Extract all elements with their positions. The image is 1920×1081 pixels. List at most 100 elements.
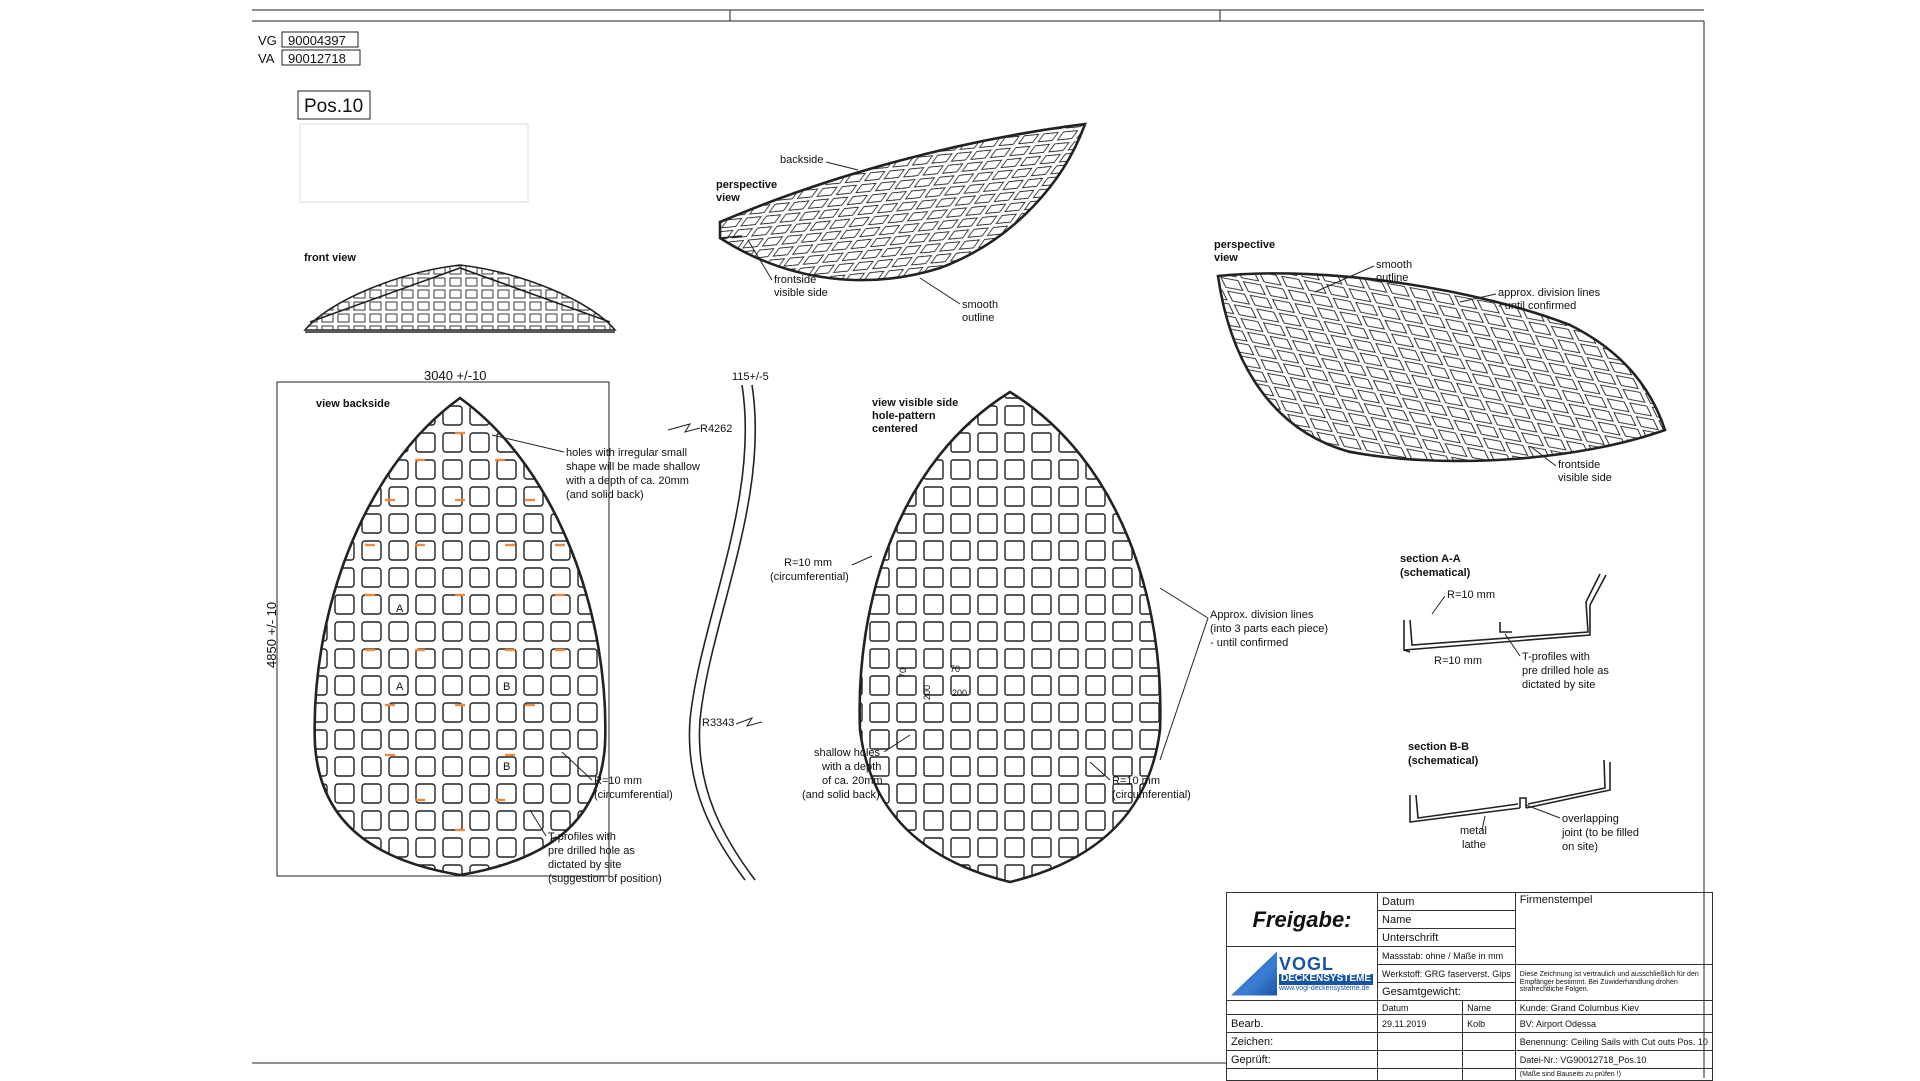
- svg-text:shape will be made shallow: shape will be made shallow: [566, 461, 700, 473]
- front-view-title: front view: [304, 252, 356, 264]
- svg-text:shallow holes: shallow holes: [814, 747, 881, 759]
- col-datum: Datum: [1377, 1000, 1464, 1015]
- r10-back-note: R=10 mm (circumferential): [561, 751, 673, 801]
- marker-b2: B: [503, 761, 510, 773]
- sheet-frame: [252, 9, 1705, 1078]
- approx-division-front-note: Approx. division lines (into 3 parts eac…: [1159, 587, 1328, 761]
- werkstoff-field: Werkstoff: GRG faserverst. Gips: [1377, 964, 1516, 983]
- perspective-right-label-1: perspective: [1214, 239, 1275, 251]
- front-view: front view: [303, 252, 617, 333]
- r10-front-left-note: R=10 mm (circumferential): [770, 555, 873, 583]
- geprueft-label: Geprüft:: [1225, 1050, 1379, 1069]
- shallow-holes-note: shallow holes with a depth of ca. 20mm (…: [802, 734, 911, 801]
- svg-text:(and solid back): (and solid back): [566, 489, 644, 501]
- view-visible-side: view visible side hole-pattern centered …: [770, 390, 1328, 884]
- massstab-field: Massstab: ohne / Maße in mm: [1377, 946, 1516, 965]
- image-placeholder: [299, 123, 529, 203]
- freigabe-label: Freigabe:: [1225, 892, 1379, 947]
- bearb-label: Bearb.: [1225, 1014, 1379, 1033]
- svg-text:(and solid back): (and solid back): [802, 789, 880, 801]
- svg-text:(suggestion of position): (suggestion of position): [548, 873, 662, 885]
- vg-value: 90004397: [288, 33, 346, 48]
- logo-mark-icon: [1231, 951, 1277, 996]
- disclaimer-text: Diese Zeichnung ist vertraulich und auss…: [1514, 964, 1713, 1001]
- svg-text:(circumferential): (circumferential): [594, 789, 673, 801]
- visible-side-title-3: centered: [872, 423, 918, 435]
- pos-label: Pos.10: [304, 96, 363, 117]
- svg-text:T-profiles with: T-profiles with: [548, 831, 616, 843]
- unterschrift-field: Unterschrift: [1377, 928, 1516, 947]
- svg-text:holes with irregular small: holes with irregular small: [566, 447, 687, 459]
- backside-label: backside: [780, 154, 823, 166]
- svg-text:of ca. 20mm: of ca. 20mm: [822, 775, 883, 787]
- svg-text:T-profiles with: T-profiles with: [1522, 651, 1590, 663]
- svg-text:section A-A: section A-A: [1400, 553, 1461, 565]
- perspective-top-label-1: perspective: [716, 179, 777, 191]
- section-bb: section B-B (schematical) metal lathe ov…: [1408, 741, 1639, 853]
- col-name: Name: [1462, 1000, 1516, 1015]
- perspective-top-label-2: view: [716, 192, 740, 204]
- marker-a1: A: [396, 603, 404, 615]
- visible-side-title-1: view visible side: [872, 397, 958, 409]
- view-backside: 3040 +/-10 4850 +/- 10 view backside A A…: [264, 368, 700, 885]
- va-value: 90012718: [288, 51, 346, 66]
- tprofiles-back-note: T-profiles with pre drilled hole as dict…: [529, 809, 662, 885]
- svg-text:dictated by site: dictated by site: [1522, 679, 1595, 691]
- svg-text:with a depth of ca. 20mm: with a depth of ca. 20mm: [565, 475, 689, 487]
- section-aa: section A-A (schematical) R=10 mm R=10 m…: [1400, 553, 1609, 691]
- reference-numbers: VG 90004397 VA 90012718 Pos.10: [258, 31, 529, 203]
- svg-text:(into 3 parts each piece): (into 3 parts each piece): [1210, 623, 1328, 635]
- svg-text:Approx. division lines: Approx. division lines: [1210, 609, 1314, 621]
- svg-text:(schematical): (schematical): [1408, 755, 1479, 767]
- frontside-visible-label-2: visible side: [774, 287, 828, 299]
- holes-irregular-note: holes with irregular small shape will be…: [491, 434, 700, 501]
- datei-field: Datei-Nr.: VG90012718_Pos.10: [1514, 1050, 1713, 1069]
- bearb-name: Kolb: [1462, 1014, 1516, 1033]
- firmenstempel-field: Firmenstempel: [1514, 892, 1713, 965]
- dim-70b: 70: [950, 664, 960, 674]
- svg-text:R=10 mm: R=10 mm: [1447, 589, 1495, 601]
- t-profile-markers: [365, 431, 565, 832]
- svg-text:R=10 mm: R=10 mm: [1434, 655, 1482, 667]
- svg-text:on site): on site): [1562, 841, 1598, 853]
- kunde-field: Kunde: Grand Columbus Kiev: [1514, 1000, 1713, 1015]
- smooth-outline-right-2: outline: [1376, 272, 1408, 284]
- bv-field: BV: Airport Odessa: [1514, 1014, 1713, 1033]
- gesamtgewicht-field: Gesamtgewicht:: [1377, 982, 1516, 1001]
- side-profile: 115+/-5 R4262 R3343: [667, 371, 769, 881]
- approx-division-right-2: - until confirmed: [1498, 300, 1576, 312]
- frontside-visible-right-1: frontside: [1558, 459, 1600, 471]
- frontside-visible-right-2: visible side: [1558, 472, 1612, 484]
- width-dimension: 3040 +/-10: [424, 368, 487, 383]
- radius-r3343: R3343: [702, 717, 734, 729]
- radius-r4262: R4262: [700, 423, 732, 435]
- va-label: VA: [258, 51, 275, 66]
- svg-text:(circumferential): (circumferential): [1112, 789, 1191, 801]
- svg-text:metal: metal: [1460, 825, 1487, 837]
- smooth-outline-label-1: smooth: [962, 299, 998, 311]
- marker-a2: A: [396, 681, 404, 693]
- r10-front-right-note: R=10 mm (circumferential): [1089, 761, 1191, 801]
- svg-text:dictated by site: dictated by site: [548, 859, 621, 871]
- name-field: Name: [1377, 910, 1516, 929]
- svg-text:- until confirmed: - until confirmed: [1210, 637, 1288, 649]
- visible-side-title-2: hole-pattern: [872, 410, 936, 422]
- note-bottom: (Maße sind Bauseits zu prüfen !): [1514, 1068, 1713, 1081]
- approx-division-right-1: approx. division lines: [1498, 287, 1601, 299]
- svg-text:(schematical): (schematical): [1400, 567, 1471, 579]
- svg-text:overlapping: overlapping: [1562, 813, 1619, 825]
- dim-70a: 70: [898, 668, 908, 678]
- dim-200a: 200: [922, 685, 932, 700]
- zeichen-label: Zeichen:: [1225, 1032, 1379, 1051]
- bearb-date: 29.11.2019: [1377, 1014, 1464, 1033]
- svg-text:lathe: lathe: [1462, 839, 1486, 851]
- svg-text:R=10 mm: R=10 mm: [784, 557, 832, 569]
- benennung-field: Benennung: Ceiling Sails with Cut outs P…: [1514, 1032, 1713, 1051]
- dim-200b: 200: [952, 688, 967, 698]
- datum-field: Datum: [1377, 892, 1516, 911]
- svg-text:R=10 mm: R=10 mm: [594, 775, 642, 787]
- smooth-outline-right-1: smooth: [1376, 259, 1412, 271]
- svg-text:R=10 mm: R=10 mm: [1112, 775, 1160, 787]
- depth-dimension: 115+/-5: [732, 371, 769, 383]
